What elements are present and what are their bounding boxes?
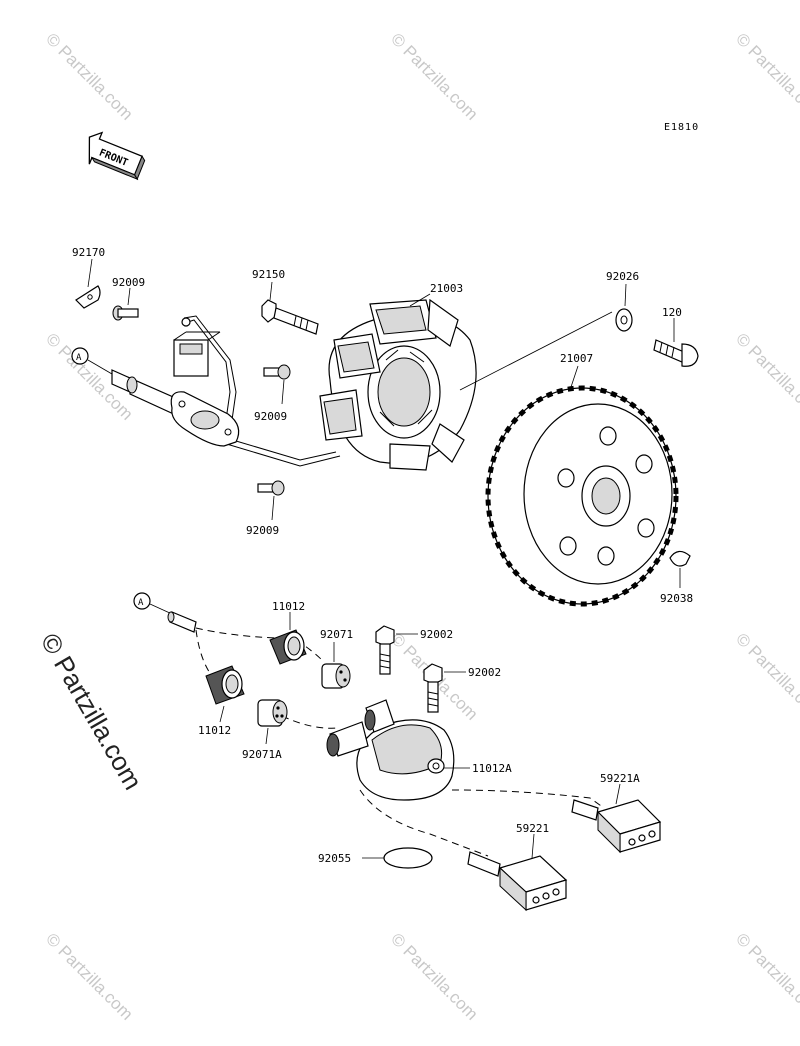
housing-11012A: [326, 699, 455, 801]
o-ring-92055: [383, 847, 433, 869]
connector-92071: [321, 663, 351, 689]
key-92038: [669, 550, 691, 567]
screw-92009-lower: [257, 480, 285, 496]
watermarks: © Partzilla.com © Partzilla.com © Partzi…: [35, 29, 800, 1023]
part-label-92009-top: 92009: [112, 276, 145, 289]
bolt-120: [653, 339, 699, 367]
part-label-21007: 21007: [560, 352, 593, 365]
watermark-vertical: © Partzilla.com: [35, 628, 149, 795]
connector-92071A: [257, 699, 288, 727]
part-label-92002-upper: 92002: [420, 628, 453, 641]
part-label-92071A: 92071A: [242, 748, 282, 761]
ref-marker-a-top: A: [76, 353, 82, 363]
part-label-11012-lower: 11012: [198, 724, 231, 737]
part-label-92150: 92150: [252, 268, 285, 281]
part-label-92009-middle: 92009: [254, 410, 287, 423]
watermark-1: © Partzilla.com: [42, 29, 136, 123]
washer-92026: [615, 308, 633, 332]
bolt-92002-lower: [423, 663, 443, 713]
watermark-8: © Partzilla.com: [42, 929, 136, 1023]
part-label-92026: 92026: [606, 270, 639, 283]
grommet-plate: [170, 391, 240, 447]
stator-21003: [319, 298, 477, 471]
watermark-7: © Partzilla.com: [732, 629, 800, 723]
lead-connector-a-lower: A: [133, 592, 197, 633]
part-label-120: 120: [662, 306, 682, 319]
watermark-2: © Partzilla.com: [387, 29, 481, 123]
cap-11012-upper: [269, 629, 307, 665]
part-label-59221: 59221: [516, 822, 549, 835]
watermark-5: © Partzilla.com: [732, 329, 800, 423]
ref-marker-a-lower: A: [138, 598, 144, 608]
clip-92170: [75, 285, 101, 309]
cap-11012-lower: [205, 665, 245, 705]
part-label-92071: 92071: [320, 628, 353, 641]
part-label-11012A: 11012A: [472, 762, 512, 775]
part-label-92170: 92170: [72, 246, 105, 259]
front-arrow-icon: FRONT: [88, 131, 146, 181]
flywheel-21007: [485, 385, 679, 607]
part-label-92055: 92055: [318, 852, 351, 865]
watermark-9: © Partzilla.com: [387, 929, 481, 1023]
diagram-code: E1810: [664, 122, 699, 133]
watermark-10: © Partzilla.com: [732, 929, 800, 1023]
part-label-59221A: 59221A: [600, 772, 640, 785]
connector-59221A: [571, 799, 662, 854]
watermark-3: © Partzilla.com: [732, 29, 800, 123]
screw-92009-top: [112, 305, 139, 321]
pickup-coil-assembly: [173, 315, 341, 467]
part-label-92002-lower: 92002: [468, 666, 501, 679]
connector-59221: [467, 851, 568, 912]
screw-92009-middle: [263, 364, 291, 380]
lead-connector-a: A: [71, 347, 181, 417]
part-label-92009-lower: 92009: [246, 524, 279, 537]
part-label-11012-upper: 11012: [272, 600, 305, 613]
bolt-92002-upper: [375, 625, 395, 675]
bolt-92150: [261, 299, 319, 335]
part-label-92038: 92038: [660, 592, 693, 605]
part-label-21003: 21003: [430, 282, 463, 295]
